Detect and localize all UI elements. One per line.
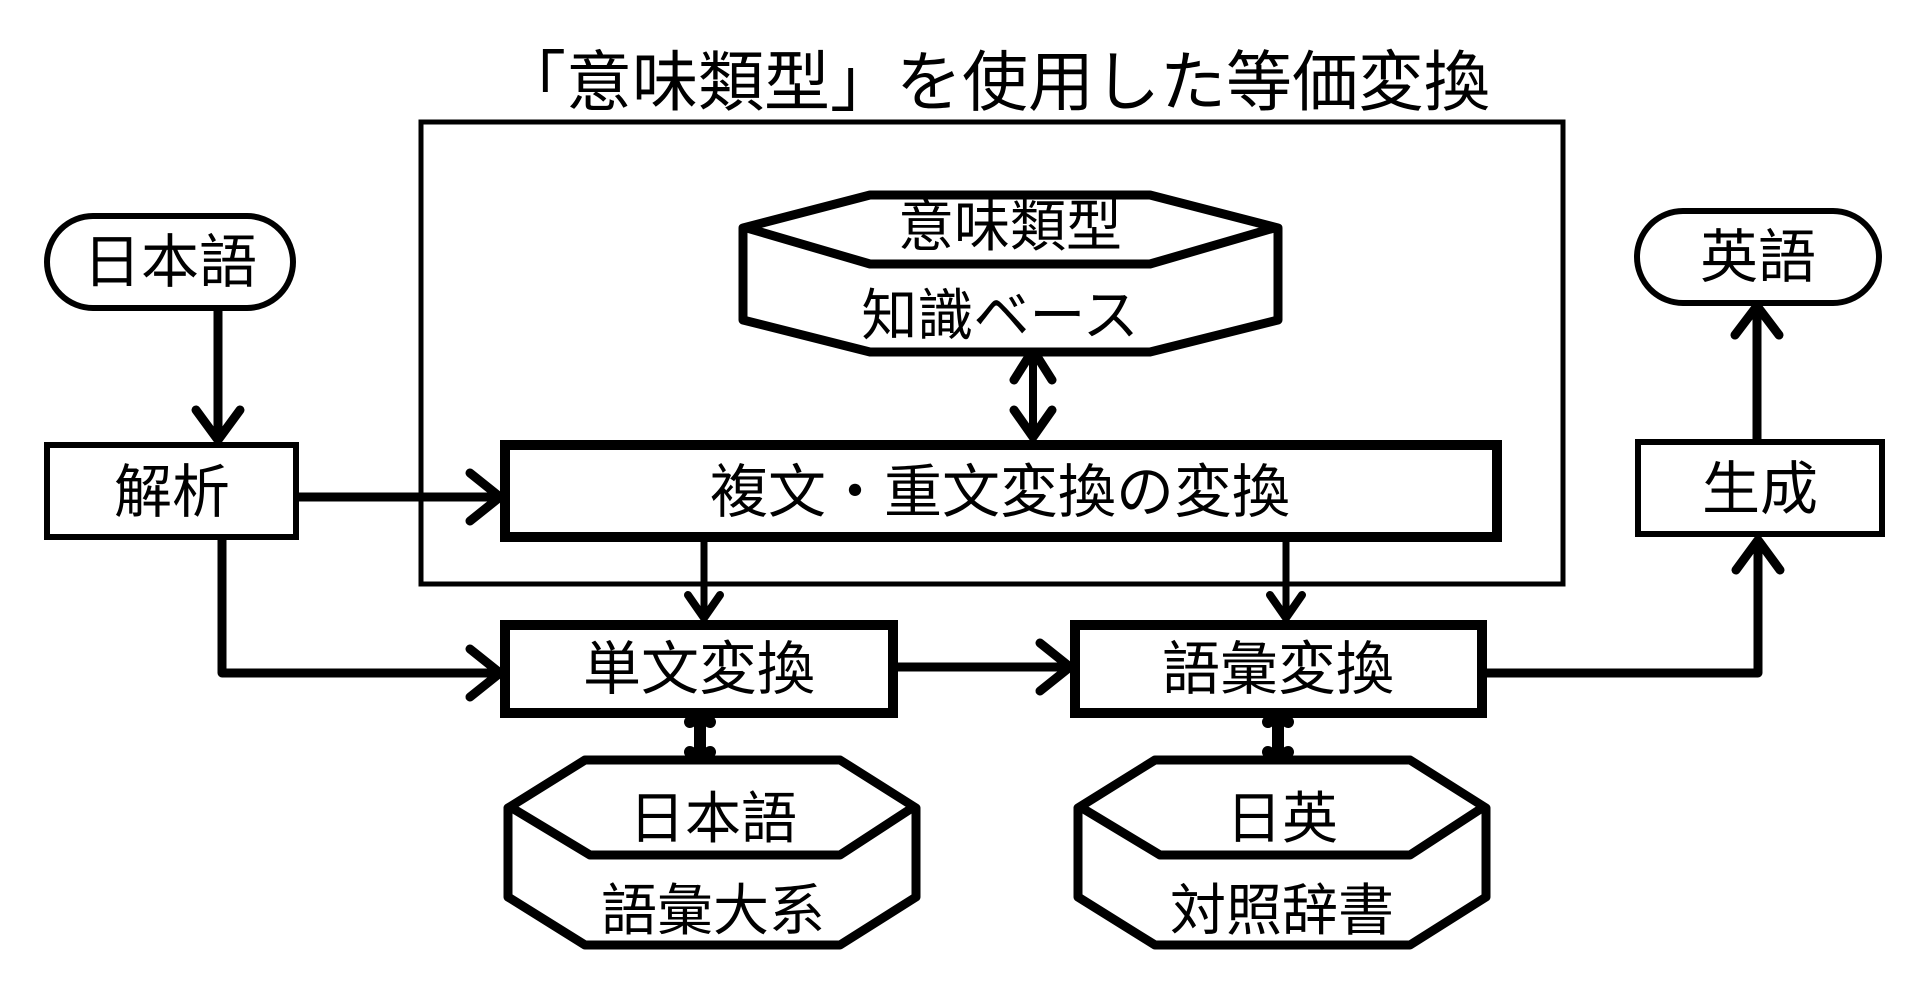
edge-simple-conversion-to-jp-lexicon	[684, 709, 716, 765]
edge-complex-to-simple-conversion	[684, 540, 724, 622]
node-jp-lexicon-label-top: 日本語	[629, 787, 797, 852]
diagram-title: 「意味類型」を使用した等価変換	[500, 44, 1490, 121]
node-output-english: 英語	[1634, 208, 1882, 306]
node-complex-conversion: 複文・重文変換の変換	[500, 440, 1502, 542]
edge-analysis-to-complex-conversion	[297, 468, 505, 526]
arrowhead-icon	[684, 591, 724, 622]
node-je-dictionary: 日英 対照辞書	[1073, 755, 1491, 950]
node-semantic-kb: 意味類型 知識ベース	[738, 190, 1283, 357]
node-analysis: 解析	[44, 442, 299, 540]
node-simple-conversion-label: 単文変換	[583, 635, 815, 703]
node-input-label: 日本語	[83, 228, 257, 296]
edge-analysis-to-simple-conversion	[217, 540, 505, 702]
node-simple-conversion: 単文変換	[500, 620, 898, 718]
node-semantic-kb-label-bottom: 知識ベース	[861, 284, 1138, 349]
edge-lexical-to-generation	[1485, 535, 1785, 678]
node-je-dictionary-label-top: 日英	[1226, 787, 1338, 852]
arrowhead-icon	[191, 405, 245, 445]
node-semantic-kb-label-top: 意味類型	[898, 195, 1122, 260]
group-frame	[418, 119, 1566, 587]
node-jp-lexicon: 日本語 語彙大系	[503, 755, 921, 950]
arrowhead-down-icon	[1009, 405, 1057, 442]
edge-semantic-kb-to-complex-conversion	[1009, 345, 1057, 442]
node-generation-label: 生成	[1702, 455, 1818, 523]
node-je-dictionary-label-bottom: 対照辞書	[1170, 879, 1394, 944]
node-input-japanese: 日本語	[44, 213, 296, 311]
arrowhead-icon	[1731, 535, 1785, 575]
node-output-label: 英語	[1700, 223, 1816, 291]
edges	[191, 301, 1785, 765]
edge-lexical-conversion-to-je-dictionary	[1262, 709, 1294, 765]
edge-generation-to-output	[1730, 301, 1784, 440]
node-lexical-conversion-label: 語彙変換	[1162, 635, 1394, 703]
node-generation: 生成	[1635, 439, 1885, 537]
node-lexical-conversion: 語彙変換	[1070, 620, 1487, 718]
edge-simple-to-lexical-conversion	[895, 638, 1075, 696]
node-analysis-label: 解析	[114, 458, 230, 526]
arrowhead-icon	[1266, 591, 1306, 622]
node-complex-conversion-label: 複文・重文変換の変換	[710, 458, 1290, 526]
edge-input-to-analysis	[191, 308, 245, 445]
node-jp-lexicon-label-bottom: 語彙大系	[601, 879, 825, 944]
edge-complex-to-lexical-conversion	[1266, 540, 1306, 622]
